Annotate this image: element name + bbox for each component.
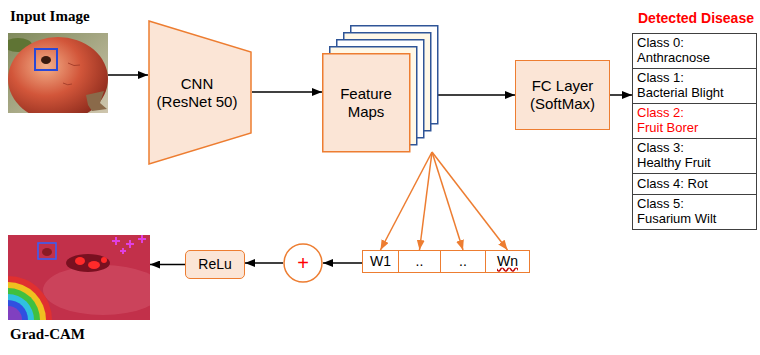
flow-arrow xyxy=(252,91,322,93)
activation-blob xyxy=(66,254,110,272)
weight-cell: .. xyxy=(398,250,441,273)
flow-arrow xyxy=(150,264,185,266)
heat-ring xyxy=(8,276,52,320)
flow-arrow xyxy=(108,74,148,76)
class-label: Class 3: Healthy Fruit xyxy=(637,141,727,171)
layer-label: FC Layer (SoftMax) xyxy=(530,77,595,113)
sum-circle: + xyxy=(283,243,323,283)
pomegranate-photo xyxy=(8,33,108,113)
class-label: Class 5: Fusarium Wilt xyxy=(637,197,732,227)
heat-ring xyxy=(8,294,34,320)
front-map-area: Feature Maps xyxy=(322,53,410,152)
activation-label: ReLu xyxy=(198,256,231,273)
activation-spot xyxy=(75,257,85,265)
heat-ring xyxy=(8,306,22,320)
heatmap-patch xyxy=(43,265,150,315)
flow-arrow xyxy=(432,152,508,250)
trapezoid-shape xyxy=(149,21,251,164)
weight-cell: .. xyxy=(440,250,486,273)
image-title: Grad-CAM xyxy=(10,326,85,343)
table-title: Detected Disease xyxy=(638,10,754,26)
flow-arrow xyxy=(438,94,515,96)
weight-label: Wn xyxy=(497,253,518,270)
class-table: Detected DiseaseClass 0: AnthracnoseClas… xyxy=(632,8,757,230)
activation-spot xyxy=(88,261,100,269)
flow-arrow xyxy=(381,152,433,250)
borer-hole xyxy=(41,56,51,64)
flow-arrow xyxy=(432,152,463,250)
image-title: Input Image xyxy=(10,8,90,25)
stack-label: Feature Maps xyxy=(330,85,402,121)
gradcam-heatmap xyxy=(8,235,150,320)
weight-label: .. xyxy=(416,253,424,270)
flow-arrow xyxy=(610,94,632,96)
activation-spot xyxy=(42,248,52,256)
class-row: Class 3: Healthy Fruit xyxy=(632,138,757,174)
fruit-crown xyxy=(86,91,107,111)
front-map xyxy=(323,54,410,152)
cnn-trapezoid: CNN(ResNet 50) xyxy=(148,20,252,165)
class-row: Class 5: Fusarium Wilt xyxy=(632,194,757,230)
fruit-body xyxy=(8,37,108,113)
detection-box xyxy=(35,49,57,70)
flow-arrow xyxy=(323,262,362,264)
class-row: Class 1: Bacterial Blight xyxy=(632,68,757,104)
class-label: Class 1: Bacterial Blight xyxy=(637,71,732,101)
class-row: Class 2: Fruit Borer xyxy=(632,103,757,139)
circle-shape xyxy=(284,244,322,282)
sum-symbol: + xyxy=(297,253,309,273)
activation-spot xyxy=(101,257,107,263)
feature-map-stack: Feature Maps xyxy=(322,25,438,152)
weight-cell: Wn xyxy=(485,250,530,273)
heat-ring xyxy=(8,282,46,320)
network-label: CNN xyxy=(181,75,214,93)
heat-ring xyxy=(8,300,28,320)
detection-box xyxy=(38,243,56,259)
class-label: Class 0: Anthracnose xyxy=(637,36,732,66)
skin-mark xyxy=(63,63,80,85)
fc-layer-box: FC Layer (SoftMax) xyxy=(515,60,610,130)
weight-label: W1 xyxy=(370,253,391,270)
relu-box: ReLu xyxy=(185,250,245,279)
class-row: Class 4: Rot xyxy=(632,173,757,195)
magenta-marks xyxy=(112,235,146,254)
flow-arrow xyxy=(245,262,283,264)
flow-arrow xyxy=(420,152,433,250)
heat-ring xyxy=(8,288,40,320)
input-image-panel: Input Image xyxy=(8,8,108,114)
weight-cell: W1 xyxy=(362,250,399,273)
weight-label: .. xyxy=(459,253,467,270)
gradcam-panel: Grad-CAM xyxy=(8,235,150,350)
class-label: Class 4: Rot xyxy=(637,177,708,192)
network-label: (ResNet 50) xyxy=(157,93,238,111)
class-label: Class 2: Fruit Borer xyxy=(637,106,709,136)
class-row: Class 0: Anthracnose xyxy=(632,33,757,69)
